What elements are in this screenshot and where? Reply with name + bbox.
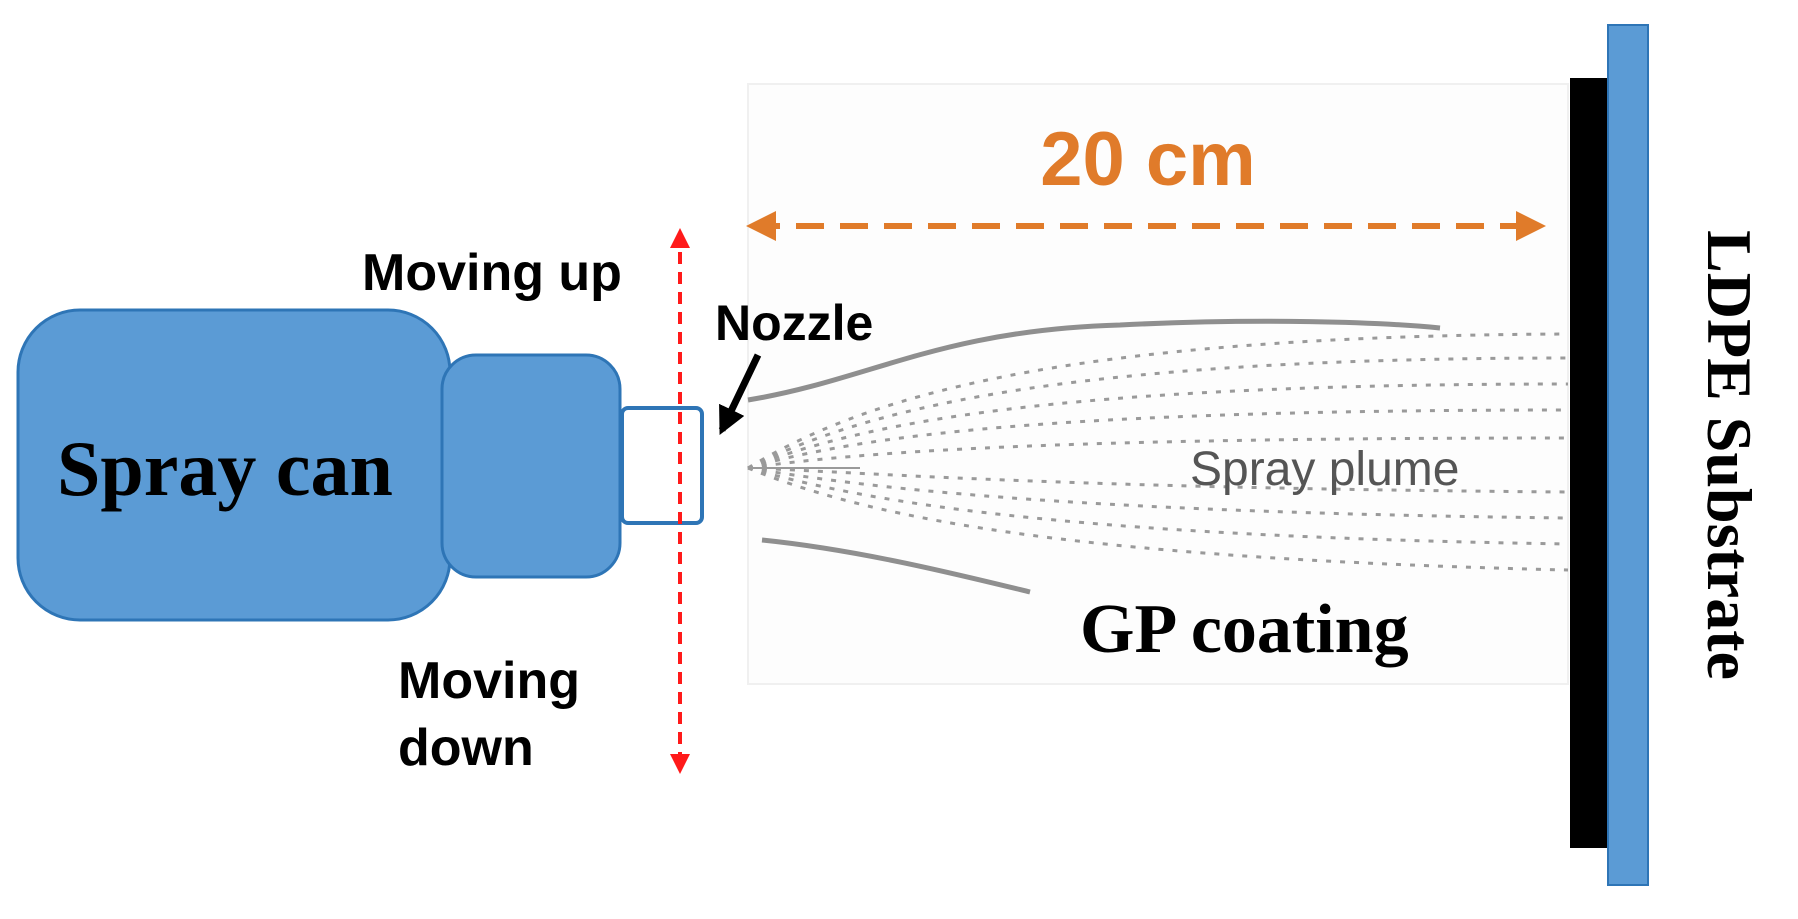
gp-coating-label: GP coating xyxy=(1080,591,1409,668)
spray-can-neck xyxy=(440,353,622,579)
spray-can-label: Spray can xyxy=(57,425,393,512)
plume-streamlines xyxy=(747,332,1569,572)
plume-panel xyxy=(747,83,1569,685)
moving-down-label-line2: down xyxy=(398,719,534,777)
nozzle-shape xyxy=(620,406,704,525)
distance-label: 20 cm xyxy=(1040,117,1256,202)
moving-up-label: Moving up xyxy=(362,244,622,302)
nozzle-pointer-arrow xyxy=(718,353,762,436)
plume-upper-boundary xyxy=(747,318,1441,403)
nozzle-label: Nozzle xyxy=(715,295,873,351)
plume-lower-boundary xyxy=(761,537,1031,595)
ldpe-substrate xyxy=(1607,24,1649,886)
gp-coating-layer xyxy=(1570,78,1612,848)
moving-down-label-line1: Moving xyxy=(398,652,580,710)
substrate-label: LDPE Substrate xyxy=(1694,230,1765,680)
spray-plume-label: Spray plume xyxy=(1190,443,1459,496)
